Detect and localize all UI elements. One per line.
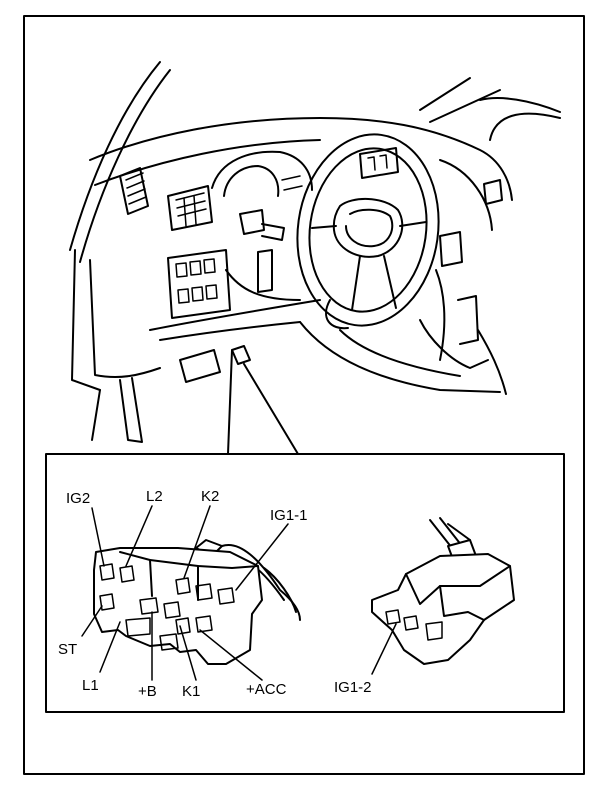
ig1-2-connector: [371, 517, 515, 665]
steering-wheel: [296, 133, 440, 330]
switch-panel: [167, 249, 231, 319]
label-plus-acc: +ACC: [246, 681, 287, 698]
leader-lines: [81, 505, 397, 681]
label-plus-b: +B: [138, 683, 157, 700]
label-k2: K2: [201, 488, 219, 505]
detail-box: [45, 453, 565, 713]
outer-frame: [23, 15, 585, 775]
label-ig1-1: IG1-1: [270, 507, 308, 524]
label-l2: L2: [146, 488, 163, 505]
dashboard-illustration: [69, 61, 561, 443]
label-ig2: IG2: [66, 490, 90, 507]
left-air-vent: [119, 167, 149, 215]
label-st: ST: [58, 641, 77, 658]
label-ig1-2: IG1-2: [334, 679, 372, 696]
center-air-vent: [167, 185, 213, 231]
main-connector: [93, 539, 301, 665]
instrument-cluster: [211, 150, 313, 197]
label-k1: K1: [182, 683, 200, 700]
label-l1: L1: [82, 677, 99, 694]
callout-line-left: [227, 349, 233, 455]
callout-line-right: [243, 363, 299, 455]
